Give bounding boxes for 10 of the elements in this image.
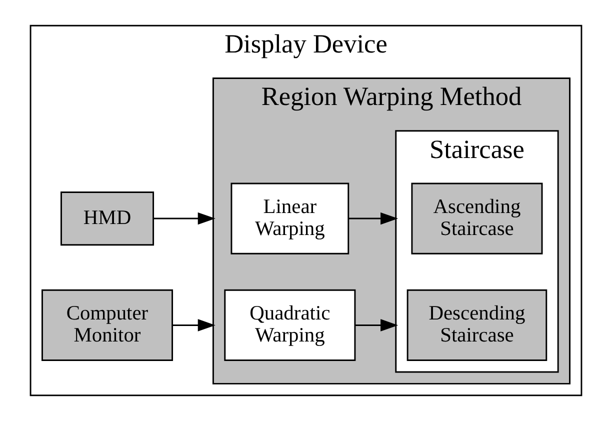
node-box: Computer Monitor: [41, 289, 173, 362]
node-box: Ascending Staircase: [410, 182, 542, 254]
arrow: [354, 319, 398, 332]
node-box: Quadratic Warping: [224, 289, 356, 362]
arrow: [172, 319, 215, 332]
node-box: HMD: [60, 192, 154, 246]
arrow: [348, 212, 398, 225]
arrow: [153, 212, 215, 225]
node-box: Linear Warping: [230, 182, 349, 254]
node-box: Descending Staircase: [406, 289, 547, 362]
